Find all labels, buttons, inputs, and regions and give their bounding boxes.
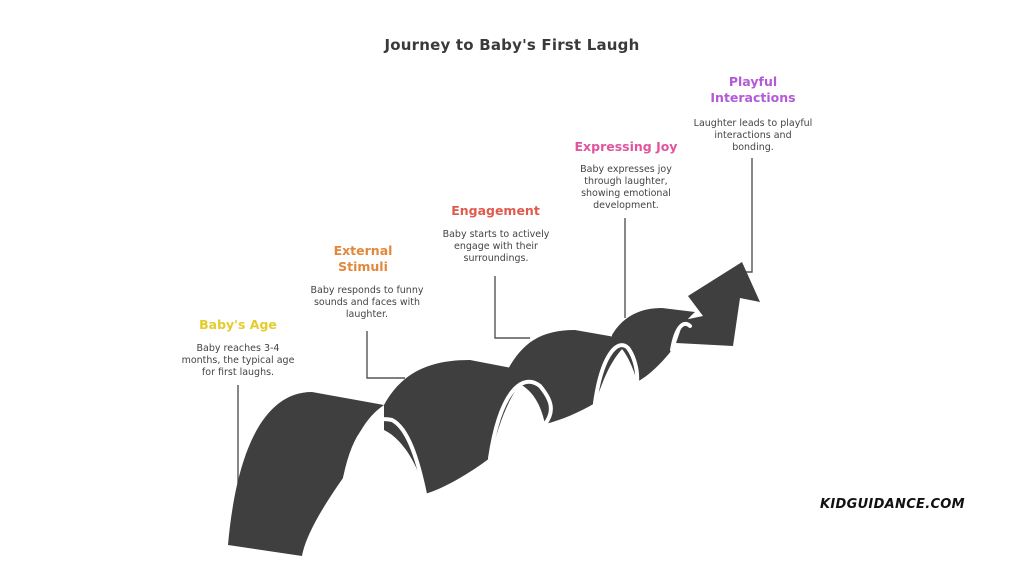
step-desc-external-stimuli: Baby responds to funny sounds and faces … [310,285,424,320]
connector-line-2 [366,331,405,379]
ribbon-gaps [343,321,692,496]
connector-line-3 [494,276,530,339]
ribbon-segment-4 [612,308,695,382]
gap-3 [593,343,640,405]
step-desc-playful-interactions: Laughter leads to playful interactions a… [693,118,813,153]
connector-line-5 [740,158,753,273]
ribbon-segment-2 [384,360,532,494]
ribbon-segment-5 [676,262,760,346]
step-title-playful-interactions: Playful Interactions [710,74,796,105]
gap-1 [343,417,427,496]
step-title-babys-age: Baby's Age [199,317,277,332]
step-title-expressing-joy: Expressing Joy [574,139,678,154]
ribbon-segment-3 [505,330,632,424]
gap-2 [488,379,553,460]
brand-watermark: KIDGUIDANCE.COM [820,497,965,512]
gap-4 [670,321,692,352]
step-desc-expressing-joy: Baby expresses joy through laughter, sho… [580,164,672,211]
step-desc-engagement: Baby starts to actively engage with thei… [442,229,550,264]
ribbon [228,262,760,556]
ribbon-segment-1 [228,392,384,556]
step-title-external-stimuli: External Stimuli [333,243,393,274]
diagram-title: Journey to Baby's First Laugh [384,36,640,54]
step-title-engagement: Engagement [451,203,540,218]
step-desc-babys-age: Baby reaches 3-4 months, the typical age… [181,343,295,378]
